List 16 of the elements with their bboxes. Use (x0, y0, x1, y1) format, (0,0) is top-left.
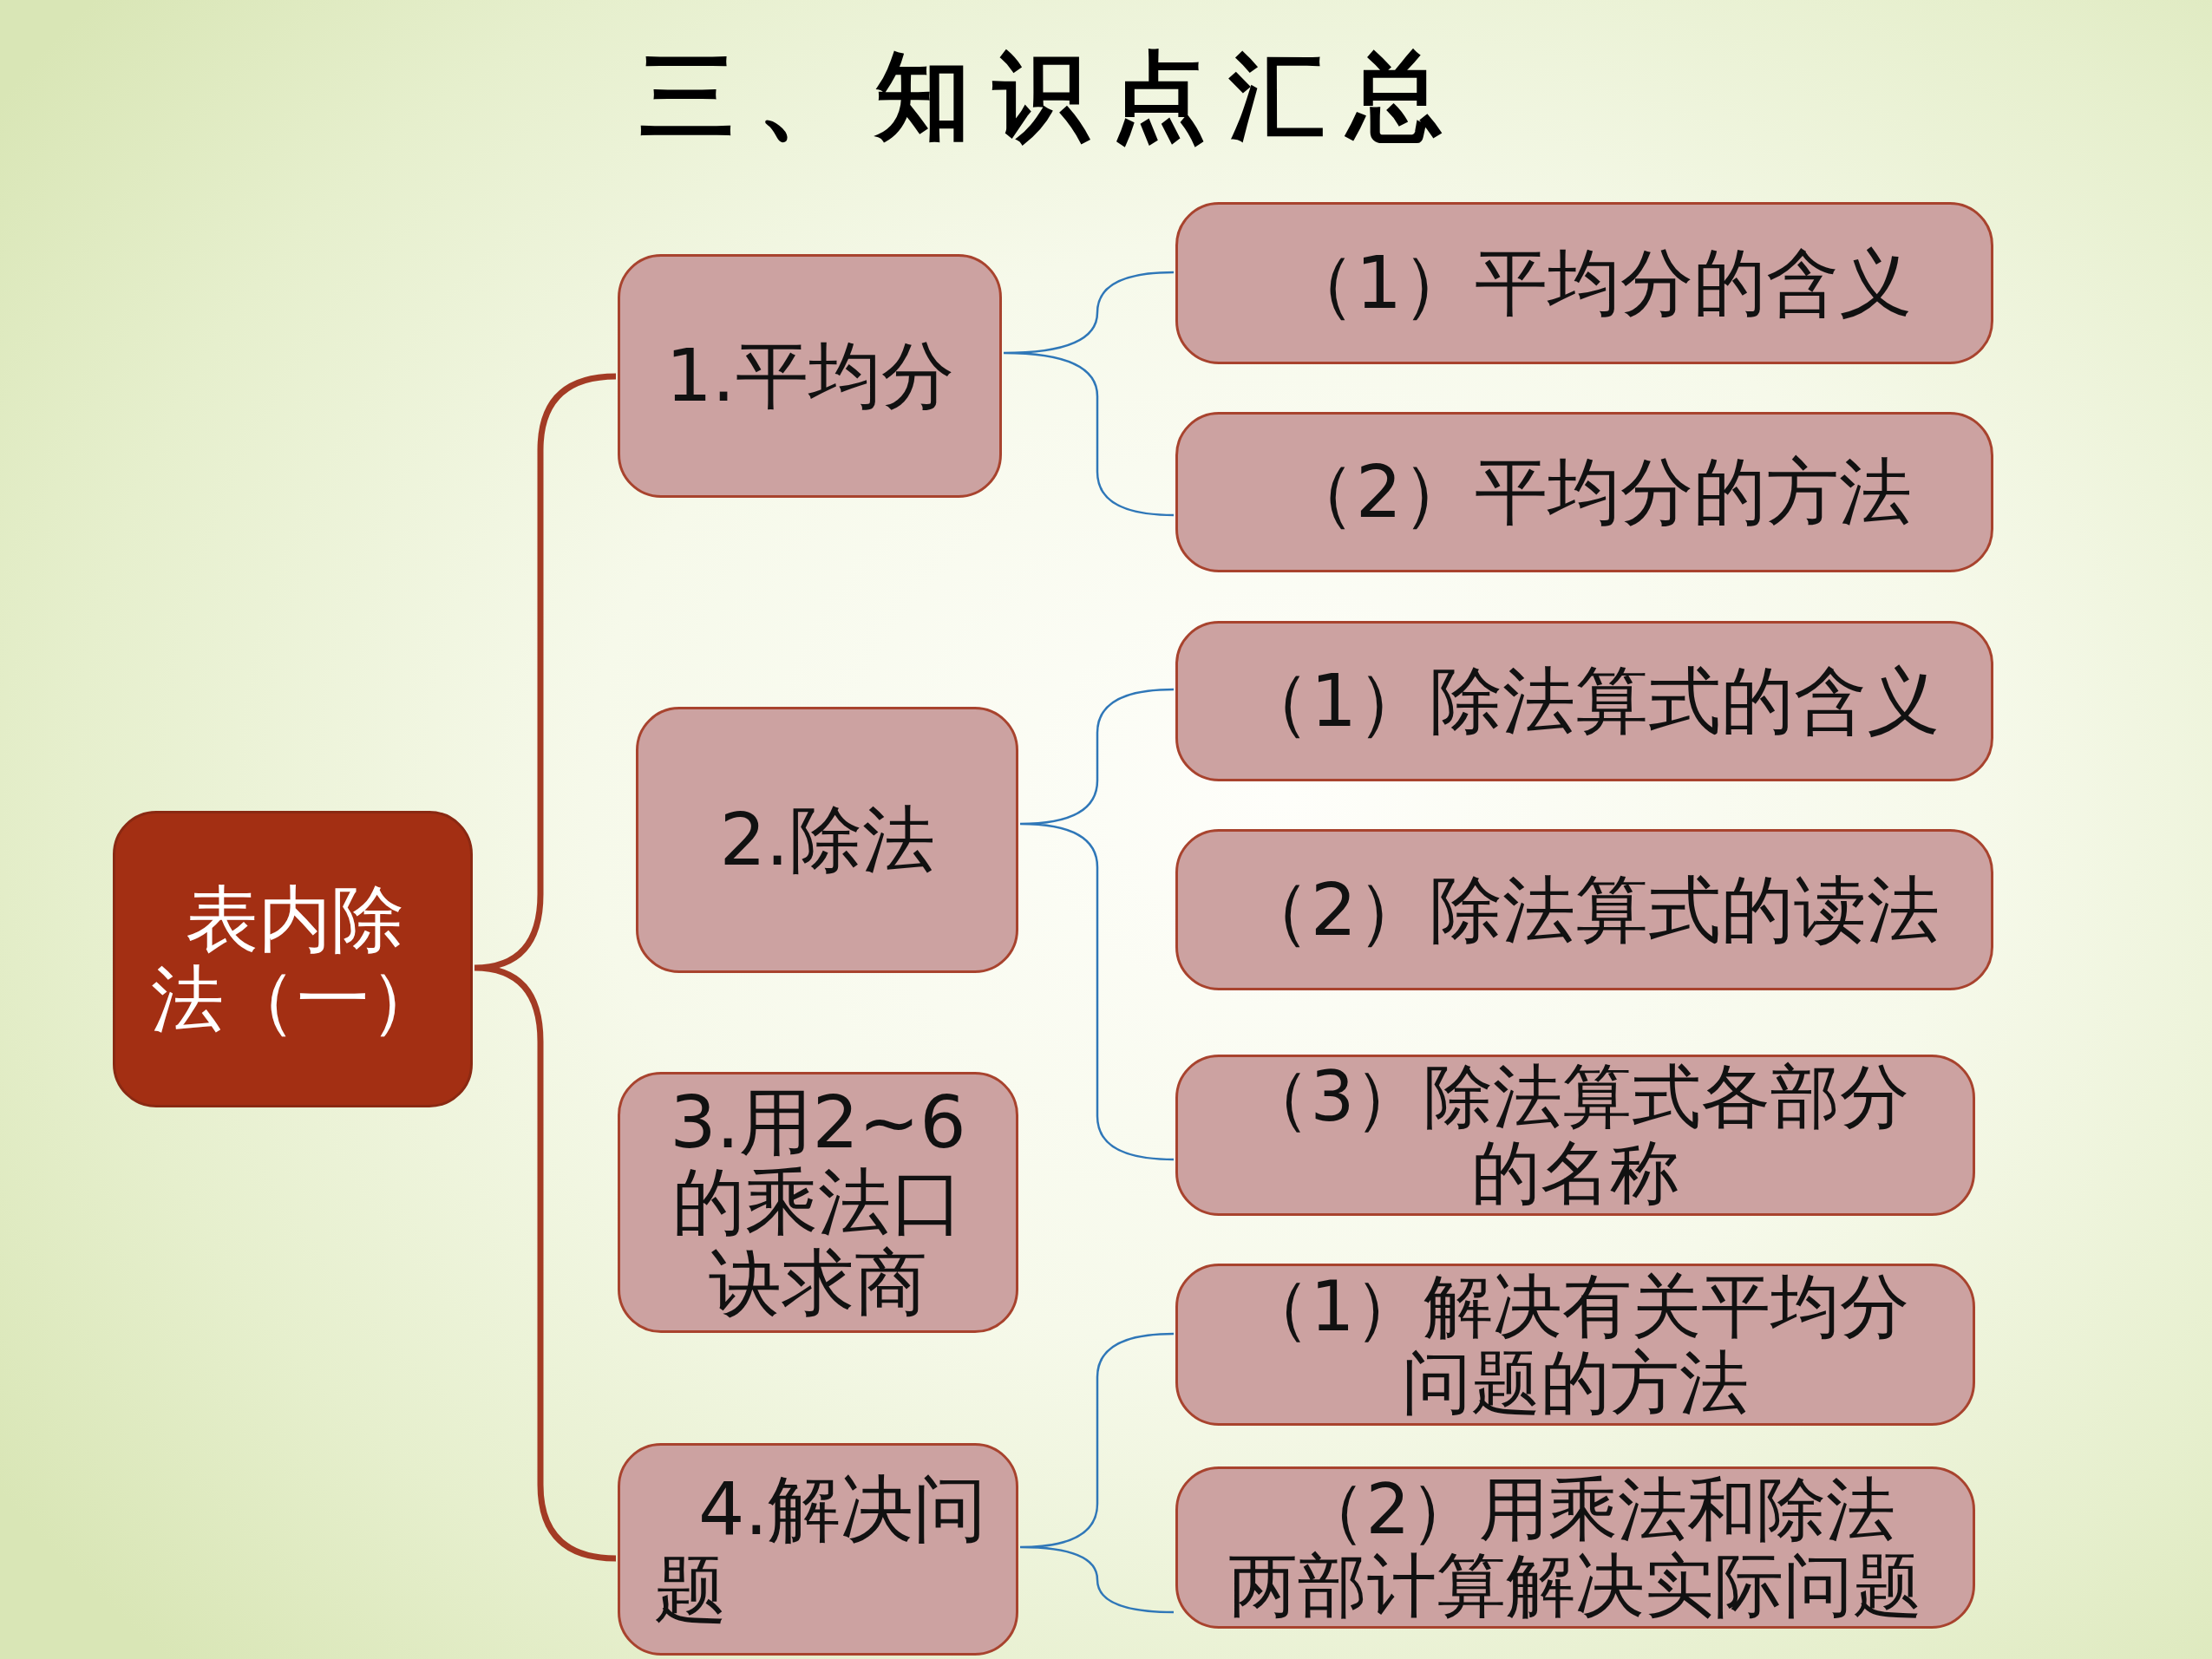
topic-box: 1.平均分 (618, 254, 1002, 498)
subtopic-box: （1）平均分的含义 (1175, 202, 1993, 364)
brace-connector (1018, 688, 1175, 1161)
topic-box: 3.用2~6的乘法口诀求商 (618, 1072, 1018, 1333)
brace-connector (1002, 271, 1175, 517)
title: 三、知识点汇总 (639, 42, 1465, 152)
subtopic-box: （2）用乘法和除法两部计算解决实际问题 (1175, 1466, 1975, 1629)
subtopic-box: （1）解决有关平均分问题的方法 (1175, 1264, 1975, 1426)
subtopic-box: （2）平均分的方法 (1175, 412, 1993, 572)
topic-box: 2.除法 (636, 707, 1018, 973)
root-topic-box: 表内除法（一） (113, 811, 473, 1107)
subtopic-box: （1）除法算式的含义 (1175, 621, 1993, 781)
brace-connector (1018, 1332, 1175, 1614)
topic-box: 4.解决问题 (618, 1443, 1018, 1656)
subtopic-box: （3）除法算式各部分的名称 (1175, 1055, 1975, 1216)
subtopic-box: （2）除法算式的读法 (1175, 829, 1993, 990)
